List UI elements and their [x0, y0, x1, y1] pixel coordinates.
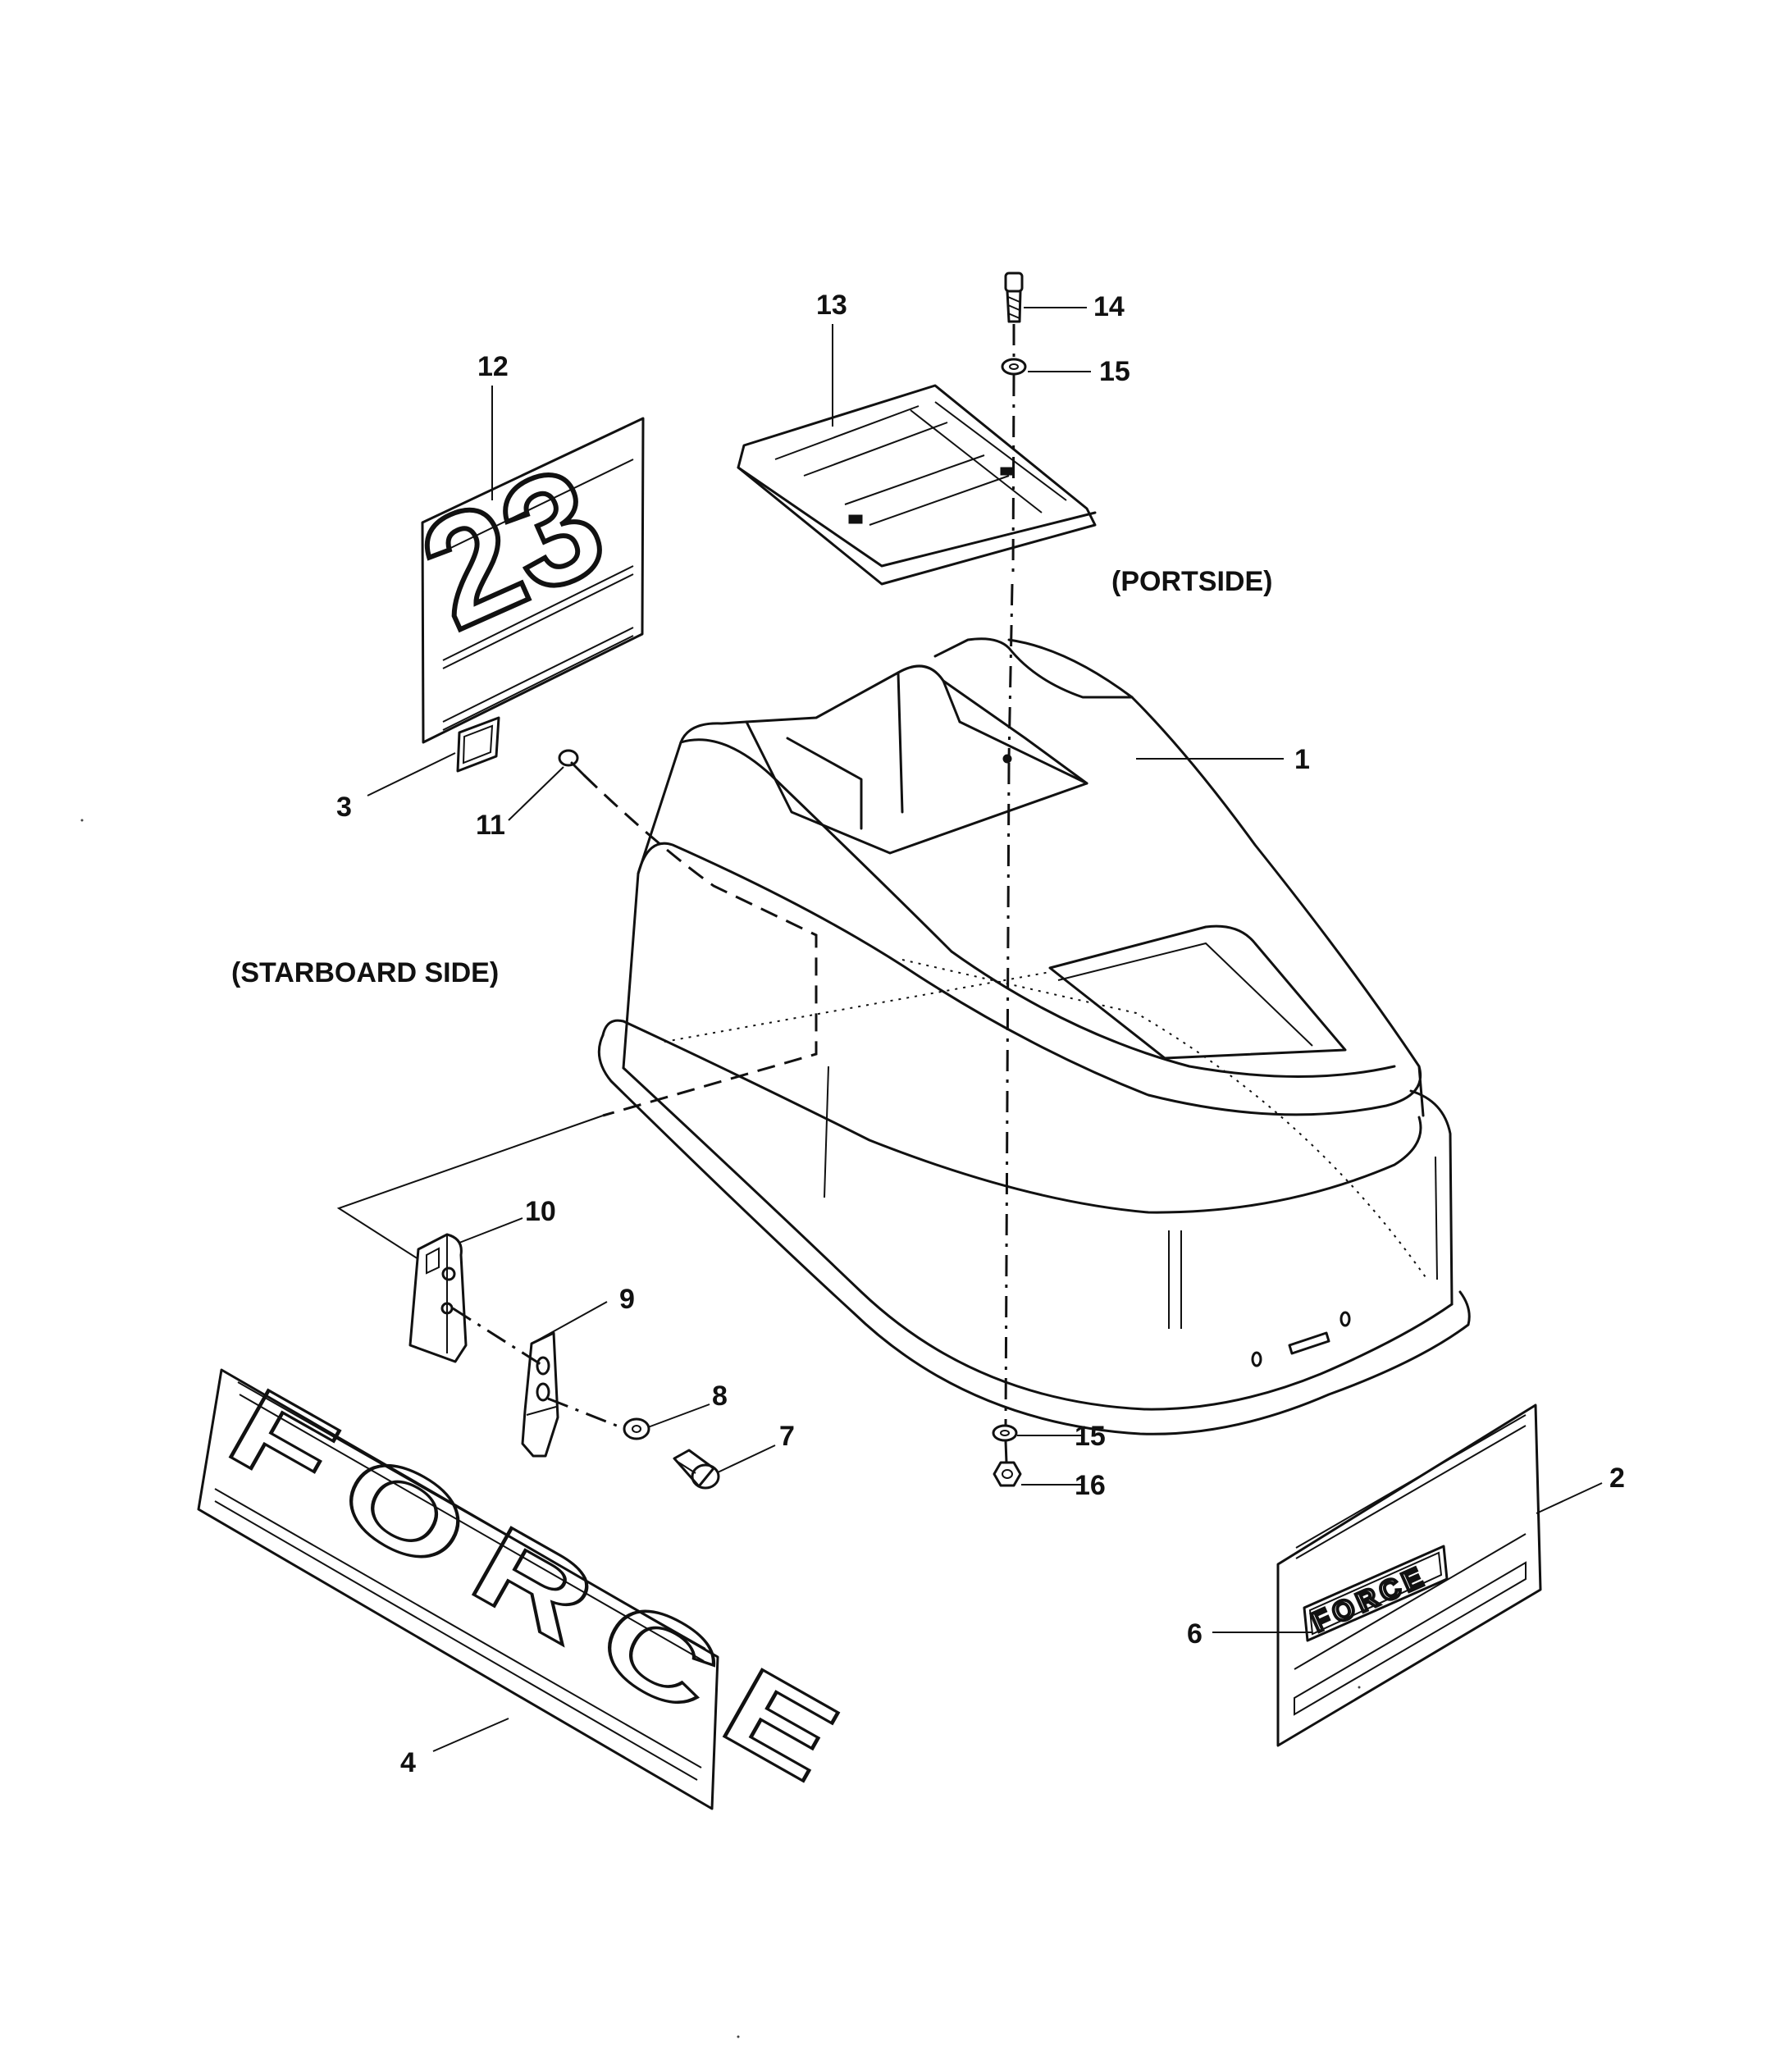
callout-1: 1 — [1294, 744, 1310, 775]
scan-speck — [80, 819, 84, 822]
callout-15-top: 15 — [1099, 356, 1130, 387]
screw-part-11 — [558, 749, 586, 777]
side-decal-part-2 — [1276, 1403, 1542, 1747]
decal-model-number: 23 — [398, 433, 627, 663]
callout-16: 16 — [1075, 1470, 1106, 1501]
callout-3: 3 — [336, 792, 352, 823]
scan-speck — [737, 2035, 740, 2038]
callout-12: 12 — [477, 351, 509, 382]
callout-11: 11 — [476, 810, 505, 841]
scan-speck — [1358, 1686, 1361, 1689]
washer-part-15-top — [1001, 358, 1027, 376]
starboard-side-label: (STARBOARD SIDE) — [231, 957, 499, 988]
leader-lines — [367, 307, 1603, 1752]
screw-part-7 — [673, 1449, 720, 1490]
engine-cowl-part-1 — [597, 637, 1471, 1435]
washer-part-8 — [623, 1417, 650, 1440]
callout-numbers: 14 15 13 12 1 3 11 10 9 8 7 15 16 2 6 4 — [336, 290, 1625, 1778]
assembly-lines — [336, 324, 1015, 1463]
callout-4: 4 — [400, 1747, 416, 1778]
nut-part-16 — [993, 1461, 1022, 1487]
top-cover-part-13 — [737, 384, 1097, 586]
callout-8: 8 — [712, 1381, 728, 1412]
pad-part-3 — [456, 716, 500, 773]
callout-10: 10 — [525, 1196, 556, 1227]
callout-15-bottom: 15 — [1075, 1421, 1106, 1452]
callout-14: 14 — [1093, 291, 1125, 322]
bolt-part-14 — [1004, 272, 1024, 323]
callout-13: 13 — [816, 290, 847, 321]
portside-label: (PORTSIDE) — [1111, 566, 1272, 597]
callout-9: 9 — [619, 1284, 635, 1315]
callout-7: 7 — [779, 1421, 795, 1452]
callout-6: 6 — [1187, 1618, 1203, 1650]
model-decal-part-12: 23 — [395, 417, 645, 744]
latch-bracket-part-10 — [408, 1233, 468, 1363]
callout-2: 2 — [1609, 1463, 1625, 1494]
washer-part-15-bottom — [992, 1424, 1018, 1442]
latch-plate-part-9 — [521, 1331, 559, 1458]
